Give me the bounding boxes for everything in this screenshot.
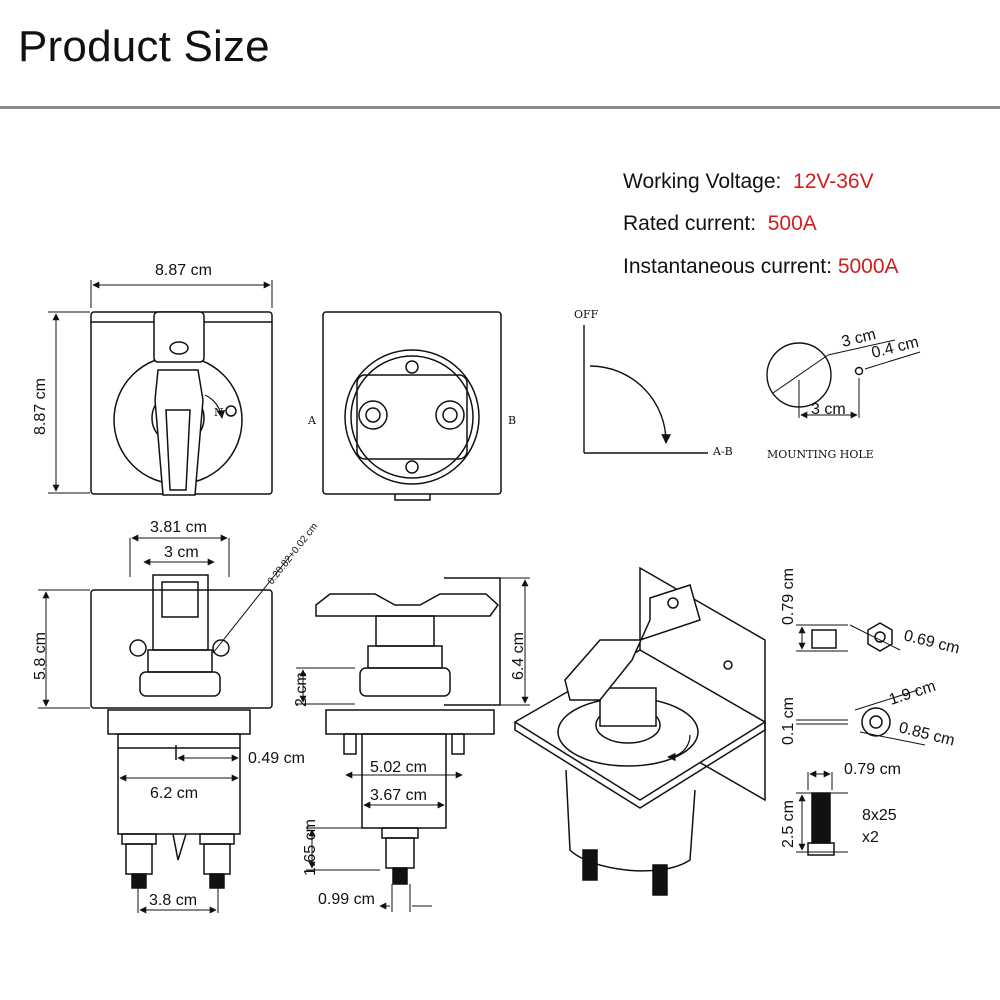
bolt-width-label: 0.79 cm — [844, 761, 901, 778]
isometric-view — [513, 566, 767, 896]
spec-value: 5000A — [837, 255, 899, 278]
terminal-b-label: B — [508, 414, 516, 427]
spec-instantaneous-current: Instantaneous current: 5000A — [623, 255, 899, 279]
bolt-qty-label: x2 — [862, 829, 879, 846]
parts-diagram: 0.79 cm 0.69 cm 0.1 cm 1.9 cm 0.85 cm 0.… — [780, 568, 961, 856]
spec-working-voltage: Working Voltage: 12V-36V — [623, 170, 874, 194]
side-hole-label: 0.20.82+0.02 cm — [266, 521, 321, 587]
profile-width-a-label: 5.02 cm — [370, 759, 427, 776]
bolt-spec-label: 8x25 — [862, 807, 897, 824]
side-body-width-label: 6.2 cm — [150, 785, 198, 802]
side-height-label: 5.8 cm — [32, 632, 49, 680]
profile-post-width-label: 0.99 cm — [318, 891, 375, 908]
switch-position-diagram: OFF A-B — [574, 308, 733, 458]
spec-label: Instantaneous current: — [623, 255, 832, 278]
page-title: Product Size — [18, 22, 270, 71]
profile-height-label: 6.4 cm — [510, 632, 527, 680]
profile-width-b-label: 3.67 cm — [370, 787, 427, 804]
side-inner-width-label: 3 cm — [164, 544, 199, 561]
profile-nut-label: 2 cm — [293, 672, 310, 707]
spec-rated-current: Rated current: 500A — [623, 212, 817, 236]
spec-value: 12V-36V — [793, 170, 874, 193]
profile-post-height-label: 1.65 cm — [302, 819, 319, 876]
spec-label: Working Voltage: — [623, 170, 782, 193]
ab-label: A-B — [712, 445, 733, 458]
spec-label: Rated current: — [623, 212, 757, 235]
side-view: 3.81 cm 3 cm 0.20.82+0.02 cm 5.8 cm 0.49… — [32, 519, 321, 914]
spec-value: 500A — [767, 212, 817, 235]
washer-inner-label: 0.85 cm — [897, 719, 956, 749]
front-width-label: 8.87 cm — [155, 262, 212, 279]
back-view: A B — [307, 311, 516, 501]
washer-outer-label: 1.9 cm — [887, 678, 938, 709]
bolt-length-label: 2.5 cm — [780, 800, 797, 848]
nut-height-label: 0.79 cm — [780, 568, 797, 625]
profile-view: 6.4 cm 2 cm 5.02 cm 3.67 cm 1.65 cm 0.99… — [293, 577, 530, 912]
side-post-offset-label: 0.49 cm — [248, 750, 305, 767]
on-marker-icon: N — [214, 406, 224, 419]
off-label: OFF — [574, 308, 599, 321]
side-top-width-label: 3.81 cm — [150, 519, 207, 536]
nut-diameter-label: 0.69 cm — [902, 627, 961, 657]
hole-spacing-label: 3 cm — [811, 401, 846, 418]
terminal-a-label: A — [307, 414, 317, 427]
front-view: 8.87 cm 8.87 cm N — [32, 262, 273, 496]
front-height-label: 8.87 cm — [32, 378, 49, 435]
hole-small-label: 0.4 cm — [870, 334, 921, 362]
side-post-spacing-label: 3.8 cm — [149, 892, 197, 909]
washer-thickness-label: 0.1 cm — [780, 697, 797, 745]
header-divider — [0, 106, 1000, 109]
mounting-hole-diagram: 3 cm 0.4 cm 3 cm MOUNTING HOLE — [766, 326, 921, 461]
mounting-hole-caption: MOUNTING HOLE — [767, 448, 874, 461]
